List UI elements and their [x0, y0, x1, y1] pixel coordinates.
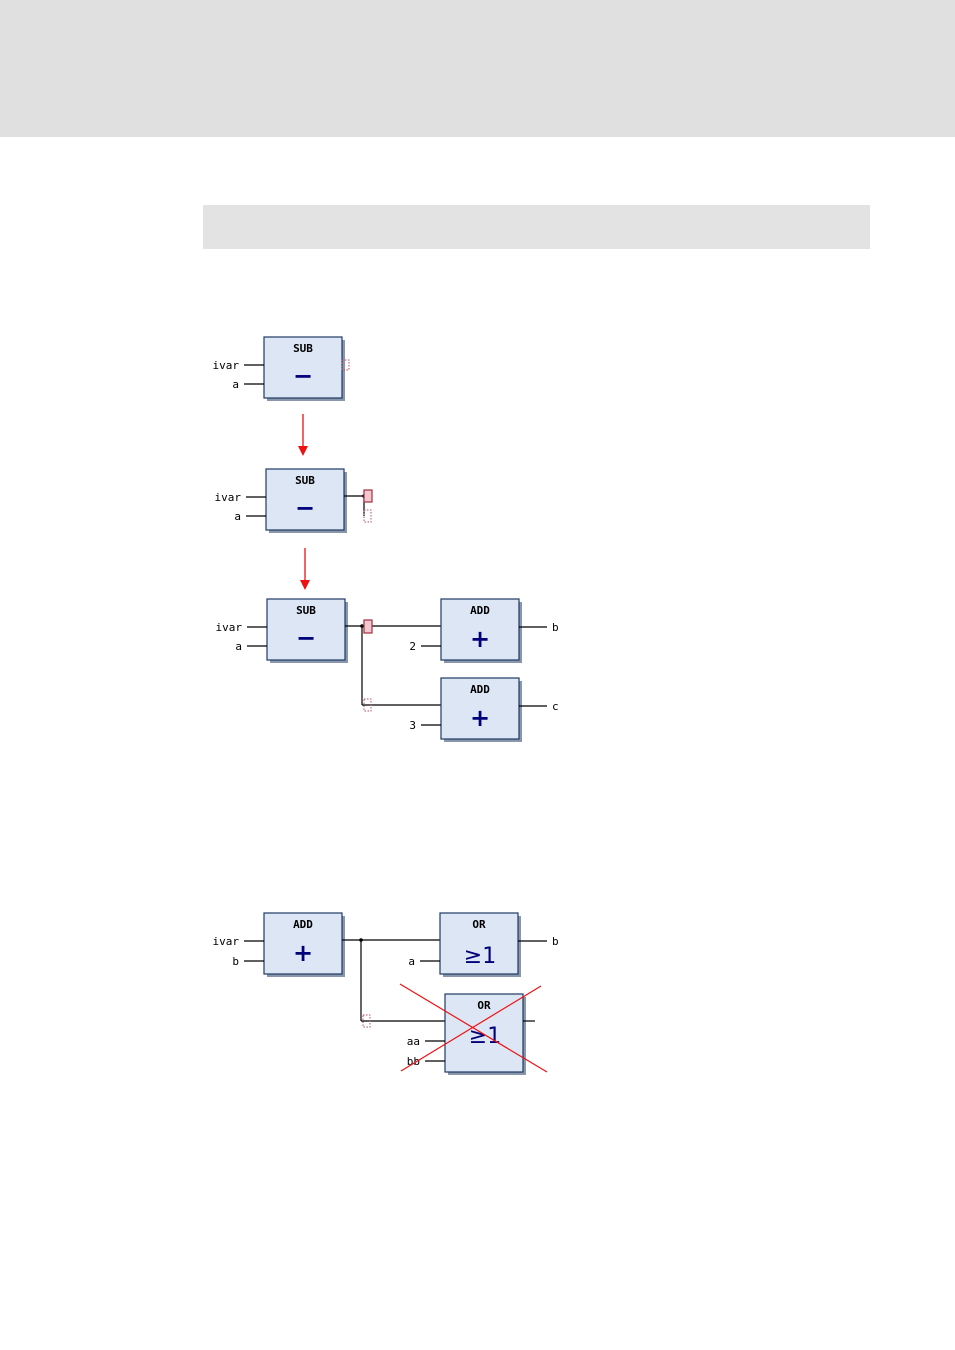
block-operator-symbol: − — [293, 362, 313, 390]
input-var-label: ivar — [213, 935, 240, 948]
output-var-label: b — [552, 935, 559, 948]
input-var-label: b — [232, 955, 239, 968]
output-connector-selected[interactable] — [364, 620, 372, 633]
input-var-label: ivar — [213, 359, 240, 372]
input-constant-label: 3 — [409, 719, 416, 732]
block-operator-symbol: − — [296, 624, 316, 652]
red-down-arrow-icon — [298, 414, 308, 456]
block-operator-symbol: + — [470, 625, 490, 653]
block-type-label: SUB — [296, 604, 316, 617]
block-type-label: ADD — [293, 918, 313, 931]
input-var-label: a — [408, 955, 415, 968]
input-var-label: ivar — [216, 621, 243, 634]
branch-connector-handle[interactable] — [364, 510, 371, 522]
input-var-label: a — [235, 640, 242, 653]
input-constant-label: 2 — [409, 640, 416, 653]
block-type-label: ADD — [470, 683, 490, 696]
output-var-label: c — [552, 700, 559, 713]
red-down-arrow-icon — [300, 548, 310, 590]
block-operator-symbol: + — [293, 939, 313, 967]
input-var-label: ivar — [215, 491, 242, 504]
step-1-sub-block-group: SUB − ivar a — [213, 337, 350, 401]
step-2-sub-block-group: SUB − ivar a — [215, 469, 373, 533]
invalid-branch-example-group: ADD + ivar b OR ≥1 a b OR ≥1 aa bb — [213, 913, 559, 1075]
block-type-label: SUB — [295, 474, 315, 487]
output-var-label: b — [552, 621, 559, 634]
input-var-label: a — [234, 510, 241, 523]
block-operator-symbol: + — [470, 704, 490, 732]
step-3-branch-group: SUB − ivar a ADD + 2 b ADD + 3 c — [216, 599, 559, 742]
block-type-label: ADD — [470, 604, 490, 617]
input-var-label: aa — [407, 1035, 420, 1048]
block-type-label: OR — [477, 999, 491, 1012]
block-type-label: OR — [472, 918, 486, 931]
block-operator-symbol: ≥1 — [464, 944, 496, 969]
input-var-label: a — [232, 378, 239, 391]
block-operator-symbol: − — [295, 494, 315, 522]
block-type-label: SUB — [293, 342, 313, 355]
output-connector-selected[interactable] — [364, 490, 372, 502]
